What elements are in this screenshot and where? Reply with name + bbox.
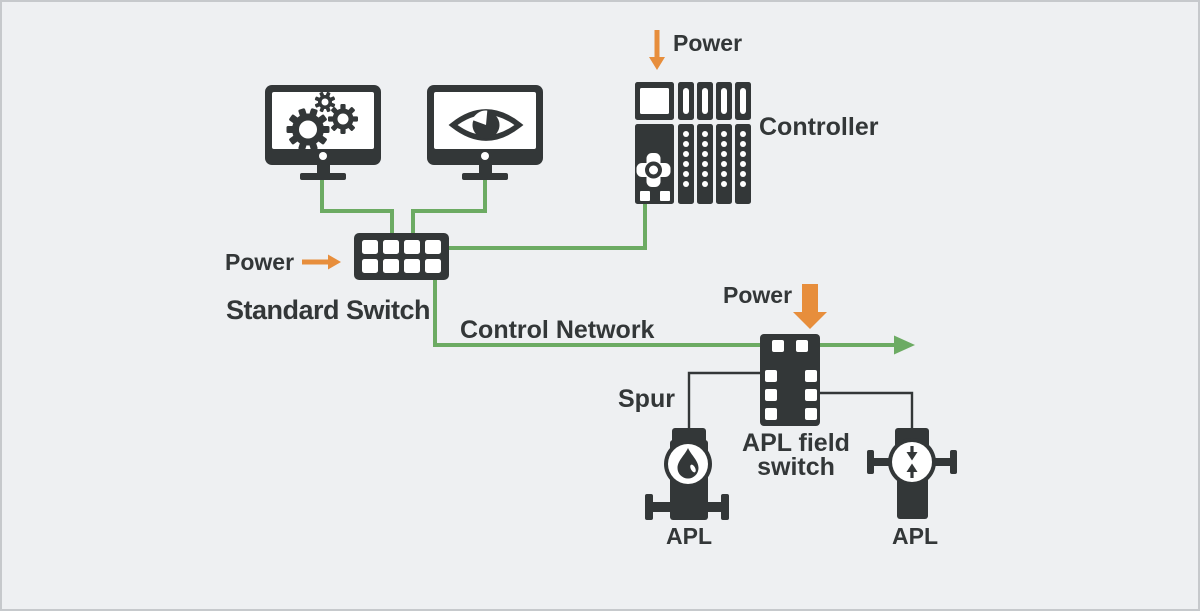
switch-port — [362, 240, 378, 254]
monitor-screen — [272, 91, 374, 151]
label-spur: Spur — [618, 385, 675, 413]
label-apl-right: APL — [892, 523, 938, 549]
label-apl-field-switch: APL field switch — [733, 429, 859, 481]
pipe-flange-left — [645, 494, 653, 520]
power-arrow-field-switch-icon — [793, 284, 827, 329]
field-switch-port — [805, 370, 817, 382]
spur-line-left — [687, 371, 762, 432]
field-switch-port — [765, 389, 777, 401]
monitor-stand — [478, 163, 492, 174]
monitor-dot — [319, 152, 327, 160]
field-switch-port — [765, 408, 777, 420]
pipe-flange-right — [950, 450, 957, 474]
label-apl-left: APL — [666, 523, 712, 549]
controller-device — [635, 82, 751, 204]
cpu-display — [640, 88, 669, 114]
label-power-controller: Power — [673, 30, 743, 56]
monitor-stand — [316, 163, 330, 174]
pipe-flange-left — [867, 450, 874, 474]
spur-line-right — [818, 391, 914, 432]
cpu-module-body — [635, 124, 674, 204]
io-module — [735, 82, 751, 204]
label-apl-field-switch-line1: APL field — [742, 429, 850, 457]
apl-field-device-right — [867, 428, 957, 519]
monitor-bezel — [427, 85, 543, 165]
io-slot — [740, 88, 746, 114]
pipe-bar-left — [871, 458, 893, 466]
control-network-arrowhead — [894, 335, 915, 355]
label-control-network: Control Network — [460, 316, 655, 344]
switch-port — [362, 259, 378, 273]
monitor-screen — [434, 92, 536, 149]
label-apl-field-switch-line2: switch — [757, 453, 835, 481]
io-slot — [721, 88, 727, 114]
label-power-standard-switch: Power — [225, 249, 295, 275]
io-module — [697, 82, 713, 204]
power-arrow-controller-icon — [649, 30, 665, 70]
link-switch-to-controller — [446, 200, 647, 250]
field-switch-port — [796, 340, 808, 352]
io-slot — [683, 88, 689, 114]
operator-workstation — [427, 85, 543, 180]
power-arrow-standard-switch-icon — [302, 254, 341, 270]
monitor-bezel — [265, 85, 381, 165]
monitor-stand-base — [300, 173, 346, 180]
link-engineering-to-switch — [320, 165, 394, 235]
field-switch-port — [805, 389, 817, 401]
apl-field-device-left — [645, 428, 729, 520]
switch-port — [404, 259, 420, 273]
link-operator-to-switch — [411, 165, 487, 235]
io-slot — [702, 88, 708, 114]
label-standard-switch: Standard Switch — [226, 295, 431, 325]
io-module — [678, 82, 694, 204]
gears-icon — [286, 91, 358, 151]
pipe-flange-right — [721, 494, 729, 520]
label-controller: Controller — [759, 113, 879, 141]
monitor-stand-base — [462, 173, 508, 180]
switch-port — [383, 240, 399, 254]
cpu-button — [660, 191, 670, 201]
flow-meter-icon — [906, 446, 918, 478]
field-switch-port — [805, 408, 817, 420]
field-switch-port — [765, 370, 777, 382]
navigation-cross-icon — [636, 153, 671, 187]
label-power-field-switch: Power — [723, 282, 793, 308]
switch-port — [425, 259, 441, 273]
pipe-bar-right — [931, 458, 953, 466]
apl-field-switch-device — [760, 334, 820, 426]
switch-port — [404, 240, 420, 254]
monitor-dot — [481, 152, 489, 160]
droplet-icon — [677, 448, 699, 479]
eye-icon — [448, 109, 524, 141]
switch-port — [425, 240, 441, 254]
engineering-workstation — [265, 85, 381, 180]
pipe-bar — [648, 502, 728, 512]
cpu-button — [640, 191, 650, 201]
standard-switch-device — [354, 233, 449, 280]
switch-port — [383, 259, 399, 273]
cpu-module-display — [635, 82, 674, 120]
control-network-line — [433, 277, 896, 347]
field-switch-port — [772, 340, 784, 352]
io-module — [716, 82, 732, 204]
